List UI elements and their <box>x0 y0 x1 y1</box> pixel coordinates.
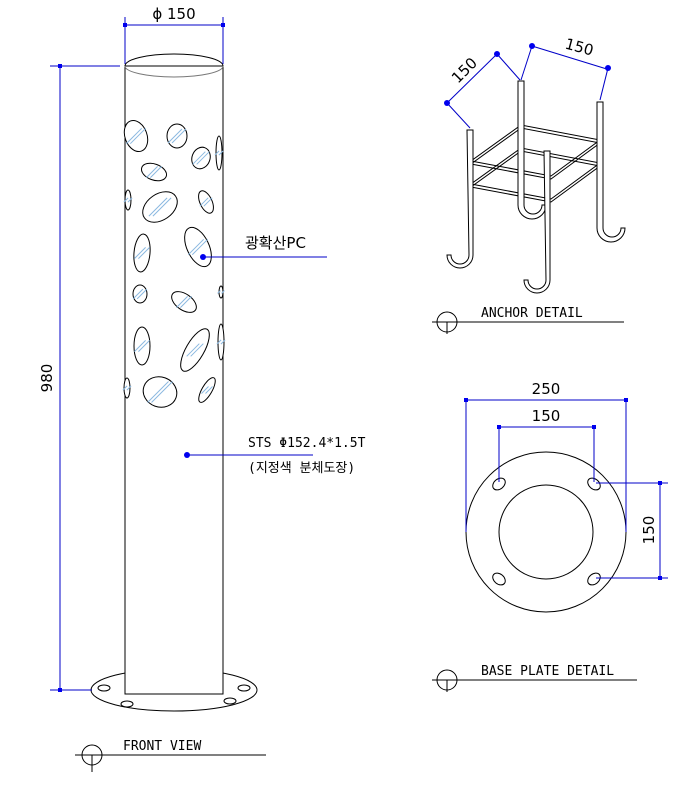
bolt-hole <box>120 700 134 708</box>
hole-spacing-v-label: 150 <box>640 516 658 545</box>
glass-hatch <box>127 197 133 203</box>
glass-hatch <box>216 339 222 345</box>
pc-hole <box>123 377 131 399</box>
glass-hatch <box>220 339 226 345</box>
pc-hole <box>132 284 148 304</box>
glass-hatch <box>201 386 209 394</box>
finish-label: (지정색 분체도장) <box>248 461 355 476</box>
glass-hatch <box>203 197 213 207</box>
glass-hatch <box>150 166 162 178</box>
glass-hatch <box>186 343 200 357</box>
glass-hatch <box>167 128 183 144</box>
front-view: ϕ 150 980 광확산PC STS Φ152.4*1.5T (지정색 분체도… <box>38 5 366 772</box>
bolt-hole <box>97 684 111 692</box>
glass-hatch <box>171 128 187 144</box>
glass-hatch <box>192 151 206 165</box>
anchor-detail-title: ANCHOR DETAIL <box>481 306 583 321</box>
anchor-dim-right: 150 <box>563 35 595 60</box>
pc-hole <box>180 328 210 372</box>
glass-hatch <box>129 127 147 145</box>
glass-hatch <box>191 238 209 256</box>
glass-hatch <box>218 150 224 156</box>
glass-hatch <box>196 151 210 165</box>
glass-hatch <box>151 381 173 403</box>
pc-hole <box>171 291 197 313</box>
base-plate-outer <box>465 451 627 613</box>
pc-hole <box>215 135 223 171</box>
pc-hole <box>123 120 149 152</box>
bolt-hole <box>223 697 237 705</box>
pc-hole <box>142 376 178 408</box>
base-plate-dimensions: 250 150 150 <box>464 380 668 580</box>
material-label: STS Φ152.4*1.5T <box>248 436 366 451</box>
glass-hatch <box>132 288 144 300</box>
glass-hatch <box>180 296 192 308</box>
diameter-label: ϕ 150 <box>152 5 195 23</box>
glass-hatch <box>138 340 150 352</box>
pc-hole <box>217 323 225 361</box>
pc-hole <box>133 326 151 366</box>
height-label: 980 <box>38 364 56 393</box>
hole-spacing-h-label: 150 <box>532 407 561 425</box>
glass-hatch <box>187 238 205 256</box>
pc-hole <box>166 123 188 149</box>
glass-hatch <box>205 386 213 394</box>
glass-hatch <box>125 127 143 145</box>
glass-hatch <box>134 340 146 352</box>
glass-hatch <box>214 150 220 156</box>
anchor-rods <box>446 80 626 294</box>
anchor-dimensions: 150 150 <box>444 35 611 129</box>
height-dimension: 980 <box>38 64 120 692</box>
glass-hatch <box>221 290 225 294</box>
base-plate-detail: 250 150 150 BASE PLATE DETAIL <box>432 380 668 692</box>
glass-hatch <box>190 343 204 357</box>
pc-hole <box>124 189 132 211</box>
glass-hatch <box>147 381 169 403</box>
glass-hatch <box>134 247 146 259</box>
bolt-hole <box>237 684 251 692</box>
anchor-frame <box>469 124 602 203</box>
glass-hatch <box>217 290 221 294</box>
anchor-detail: 150 150 ANCHOR DETAIL <box>432 35 626 334</box>
glass-hatch <box>122 385 128 391</box>
pc-hole <box>198 377 216 403</box>
glass-hatch <box>176 296 188 308</box>
diameter-dimension: ϕ 150 <box>123 5 225 64</box>
pc-hole <box>142 191 178 223</box>
glass-hatch <box>126 385 132 391</box>
outer-dim-label: 250 <box>532 380 561 398</box>
glass-hatch <box>148 197 168 217</box>
glass-hatch <box>152 197 172 217</box>
glass-hatch <box>138 247 150 259</box>
glass-hatch <box>199 197 209 207</box>
glass-hatch <box>146 166 158 178</box>
pc-label: 광확산PC <box>245 234 306 252</box>
pc-hole <box>198 190 214 214</box>
pc-hole <box>191 146 211 170</box>
glass-hatch <box>123 197 129 203</box>
front-view-title: FRONT VIEW <box>123 739 201 754</box>
base-plate-inner <box>498 484 594 580</box>
pc-hole <box>133 233 151 273</box>
base-plate-detail-title: BASE PLATE DETAIL <box>481 664 614 679</box>
anchor-dim-left: 150 <box>448 54 481 87</box>
glass-hatch <box>136 288 148 300</box>
pc-perforations <box>122 120 226 408</box>
